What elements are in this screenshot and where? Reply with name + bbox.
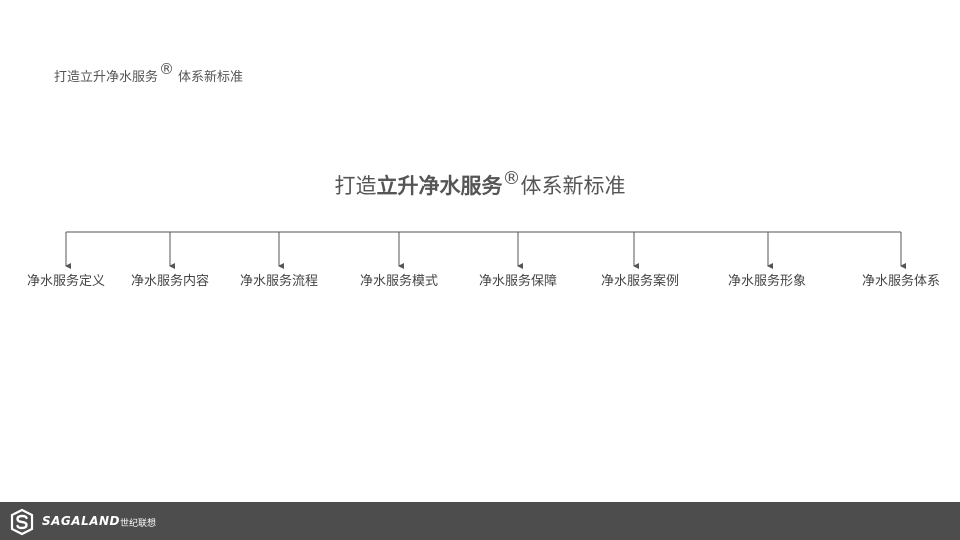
diagram-root-title: 打造立升净水服务®体系新标准 [0,168,960,200]
root-prefix: 打造 [334,174,377,198]
branch-label: 净水服务流程 [239,274,319,289]
s-emblem-icon [10,508,34,536]
tree-connectors [65,231,906,269]
logo-chinese-name: 世纪联想 [120,519,157,529]
branch-label: 净水服务保障 [478,274,558,289]
branch-label: 净水服务案例 [600,274,680,289]
registered-mark: ® [159,60,175,78]
branch-label: 净水服务模式 [359,274,439,289]
header-title-main: 打造立升净水服务 [54,70,159,85]
header-title-tail: 体系新标准 [178,70,244,85]
branch-label: 净水服务形象 [727,274,807,289]
branch-label: 净水服务体系 [861,274,941,289]
header-title: 打造立升净水服务®体系新标准 [54,60,243,85]
branch-label: 净水服务内容 [130,274,210,289]
root-bold: 立升净水服务 [376,174,503,198]
footer-bar: SAGALAND 世纪联想 [0,502,960,540]
branch-label: 净水服务定义 [26,274,106,289]
root-tail: 体系新标准 [520,174,626,198]
root-registered-mark: ® [502,168,521,189]
logo-wordmark: SAGALAND [42,514,121,528]
